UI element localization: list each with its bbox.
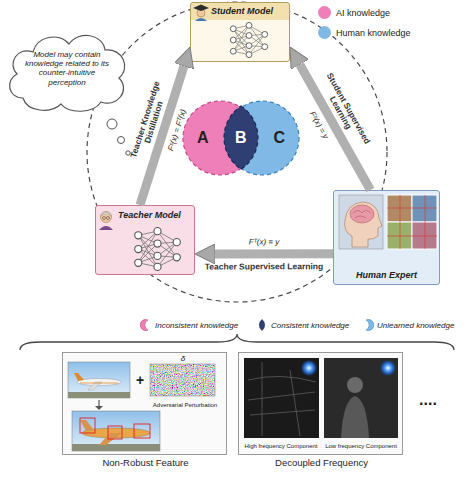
annotation: Adversarial Perturbation	[149, 402, 221, 409]
node-label: Student Model	[211, 6, 273, 16]
brace	[20, 334, 454, 350]
legend-text: Inconsistent knowledge	[155, 321, 238, 330]
annotation: ....	[419, 391, 437, 409]
edge-label: Teacher Supervised Learning	[189, 262, 339, 272]
legend-shape	[140, 320, 148, 331]
legend-icon	[140, 319, 152, 331]
annotation: Fᵀ(x) = y	[249, 237, 280, 246]
legend-text: Consistent knowledge	[271, 321, 349, 330]
legend-swatch	[318, 26, 331, 39]
legend-item: Consistent knowledge	[256, 319, 349, 331]
annotation: Low frequency Component	[324, 443, 398, 450]
node-label: C	[273, 129, 285, 147]
circle-shape	[183, 101, 257, 175]
venn-overlap: B	[224, 106, 258, 170]
legend-shape	[366, 320, 374, 331]
thought-bubbles	[107, 119, 130, 155]
annotation: +	[136, 372, 144, 388]
annotation: Fˢ(x) = y	[308, 110, 331, 141]
cloud-shape	[10, 35, 125, 111]
node-label: Model may contain knowledge related to i…	[22, 50, 112, 87]
edge-label: Teacher Knowledge Distillation	[126, 73, 172, 169]
node-label: Human Expert	[334, 270, 439, 280]
legend-shape	[259, 320, 264, 331]
legend-text: Unlearned knowledge	[377, 321, 454, 330]
human-expert-box: Human Expert	[333, 190, 440, 285]
legend-item: Human knowledge	[318, 26, 411, 39]
legend-text: Human knowledge	[336, 28, 411, 38]
legend-icon	[256, 319, 268, 331]
legend-swatch	[318, 6, 331, 19]
student-model-box: Student Model	[190, 2, 290, 62]
annotation: High frequency Component	[244, 443, 318, 450]
legend-item: Unlearned knowledge	[362, 319, 454, 331]
thought-cloud: Model may contain knowledge related to i…	[3, 28, 131, 114]
thought-bubble	[118, 137, 125, 144]
node-label: B	[235, 129, 247, 147]
node-label: Non-Robust Feature	[43, 457, 248, 468]
flow-arrow	[215, 249, 333, 258]
example-panel: Decoupled Frequency	[238, 352, 403, 455]
thought-bubble	[107, 119, 117, 129]
teacher-model-box: Teacher Model	[95, 205, 195, 275]
legend-item: AI knowledge	[318, 6, 390, 19]
node-label: Decoupled Frequency	[219, 457, 424, 468]
edge-label: Student Supervised Learning	[313, 65, 376, 157]
annotation: δ	[181, 354, 185, 363]
legend-item: Inconsistent knowledge	[140, 319, 238, 331]
legend-text: AI knowledge	[336, 8, 390, 18]
node-label: A	[197, 129, 209, 147]
legend-icon	[362, 319, 374, 331]
node-label: Teacher Model	[118, 210, 181, 220]
circle-shape	[225, 101, 299, 175]
